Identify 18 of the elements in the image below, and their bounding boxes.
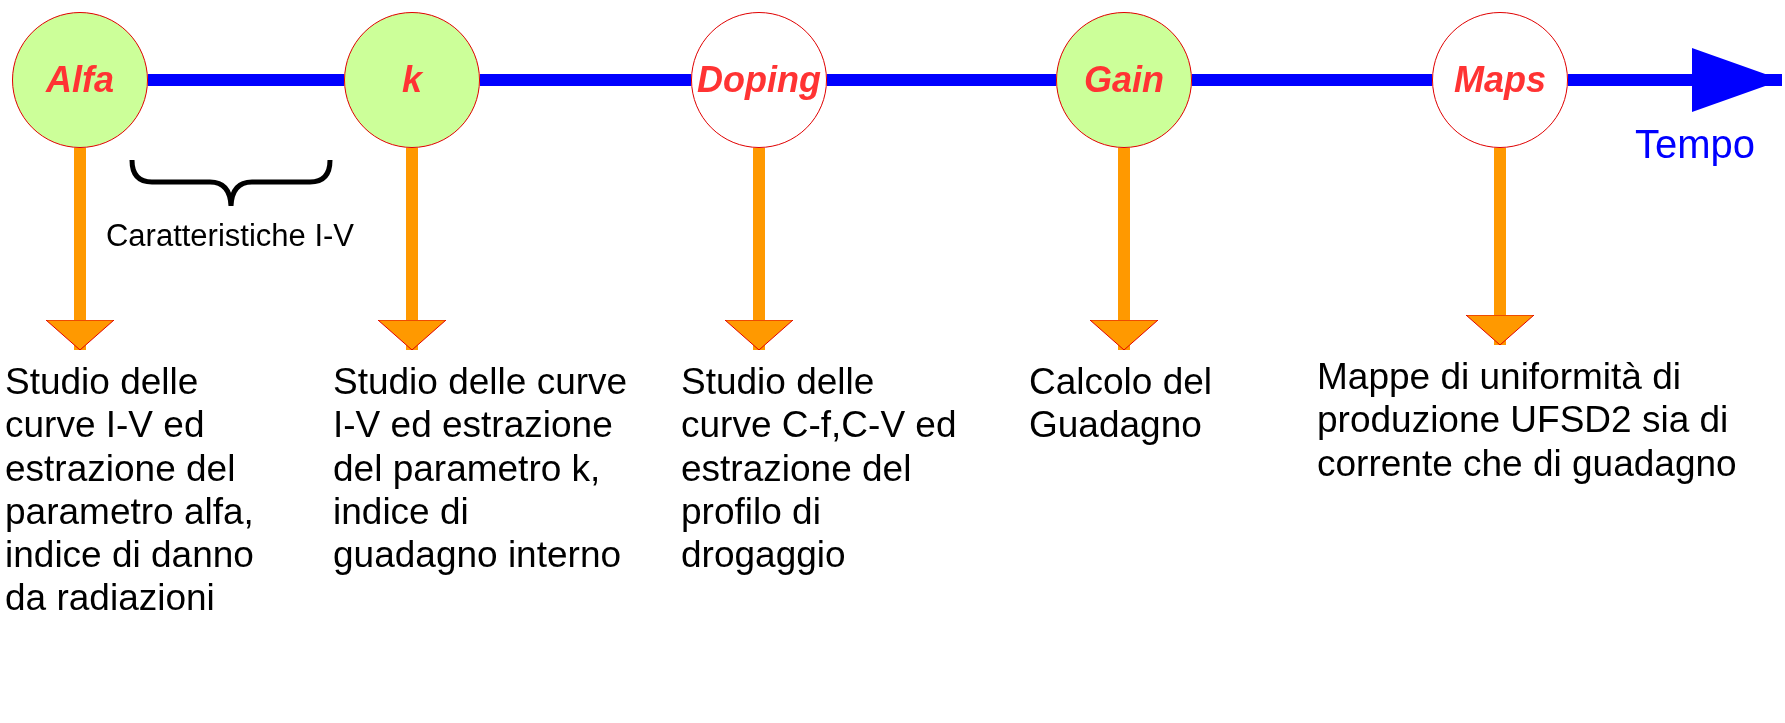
arrow xyxy=(45,148,115,351)
milestone-label: k xyxy=(402,59,422,101)
timeline-arrow xyxy=(1568,48,1782,112)
arrow xyxy=(1465,148,1535,346)
arrow xyxy=(1089,148,1159,351)
arrow xyxy=(724,148,794,351)
milestone-label: Gain xyxy=(1084,59,1164,101)
description-text: Studio delle curve C-f,C-V ed estrazione del profilo di drogaggio xyxy=(681,360,971,577)
milestone-label: Doping xyxy=(697,59,821,101)
milestone-label: Maps xyxy=(1454,59,1546,101)
axis-label: Tempo xyxy=(1633,122,1757,167)
description-text: Mappe di uniformità di produzione UFSD2 sia di corrente che di guadagno xyxy=(1317,355,1747,485)
description-text: Calcolo del Guadagno xyxy=(1029,360,1269,447)
arrow xyxy=(377,148,447,351)
description-text: Studio delle curve I-V ed estrazione del parametro alfa, indice di danno da radiazioni xyxy=(5,360,290,620)
bracket-label: Caratteristiche I-V xyxy=(104,218,356,254)
description-text: Studio delle curve I-V ed estrazione del parametro k, indice di guadagno interno xyxy=(333,360,633,577)
milestone-label: Alfa xyxy=(46,59,114,101)
